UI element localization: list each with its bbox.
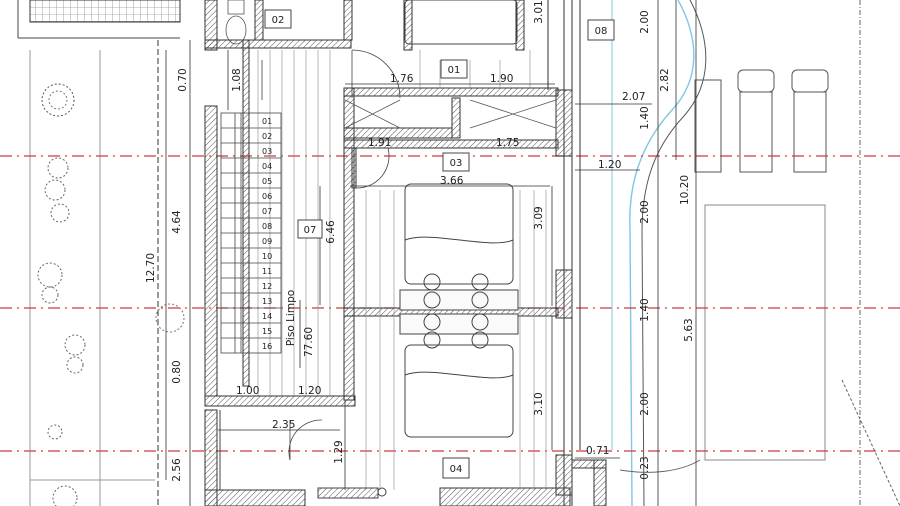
dimension-label: 4.64 — [171, 210, 183, 234]
walls — [204, 0, 613, 506]
paving-grid — [29, 0, 181, 23]
stair-step: 15 — [262, 327, 272, 336]
dimension-label: 3.01 — [533, 0, 545, 23]
floor-label: Piso Limpo — [285, 290, 297, 346]
dimension-label: 0.71 — [586, 445, 609, 457]
stair-step: 06 — [262, 192, 272, 201]
dimension-label: 1.40 — [639, 106, 651, 129]
dimension-label: 1.00 — [236, 385, 259, 397]
dimension-label: 3.10 — [533, 392, 545, 415]
dimension-label: 1.20 — [298, 385, 321, 397]
tree-icon — [41, 83, 75, 117]
dimension-label: 10.20 — [679, 175, 691, 205]
stair-step: 12 — [262, 282, 272, 291]
dimension-label: 1.90 — [490, 73, 513, 85]
room-label-04: 04 — [450, 464, 463, 475]
stair-step: 09 — [262, 237, 272, 246]
stair-step: 10 — [262, 252, 272, 261]
bottom-fixtures — [219, 410, 387, 499]
dimension-label: 3.09 — [533, 206, 545, 229]
dimension-label: 0.70 — [177, 68, 189, 91]
dimension-label: 6.46 — [325, 220, 337, 244]
dimension-texts-horizontal: 1.76 1.90 1.91 1.75 3.66 2.07 1.20 1.00 … — [236, 73, 645, 457]
dimension-label: 2.56 — [171, 458, 183, 482]
room-label-08: 08 — [595, 26, 608, 37]
room-label-03: 03 — [450, 158, 463, 169]
dimension-label: 1.08 — [231, 68, 243, 91]
dimension-texts-vertical: 0.70 1.08 4.64 12.70 6.46 0.80 2.56 1.29… — [145, 0, 695, 481]
dimension-label: 3.66 — [440, 175, 464, 187]
dimension-label: 1.40 — [639, 298, 651, 321]
stair-step: 13 — [262, 297, 272, 306]
dimension-label: 2.35 — [272, 419, 295, 431]
dimension-label: 2.07 — [622, 91, 645, 103]
dimension-label: 0.80 — [171, 360, 183, 383]
lamp-icon — [423, 273, 489, 349]
room-label-02: 02 — [272, 15, 285, 26]
stair-step: 14 — [262, 312, 272, 321]
exterior-left — [17, 0, 185, 506]
stair-treads — [220, 112, 282, 354]
shrub-icon — [37, 157, 185, 506]
dimension-label: 1.91 — [368, 137, 391, 149]
floor-level: 77.60 — [303, 327, 315, 357]
dimension-label: 5.63 — [683, 318, 695, 341]
stair-step: 11 — [262, 267, 272, 276]
stair-step: 02 — [262, 132, 272, 141]
floor-hatching — [257, 50, 547, 490]
dimension-label: 1.20 — [598, 159, 621, 171]
exterior-right — [619, 0, 900, 506]
dimension-label: 1.75 — [496, 137, 519, 149]
stair-step: 03 — [262, 147, 272, 156]
dimension-label: 12.70 — [145, 253, 157, 283]
stair-step: 05 — [262, 177, 272, 186]
pool-outline — [704, 204, 826, 461]
dimension-label: 2.00 — [639, 200, 651, 223]
bed-icon — [399, 0, 519, 438]
sun-lounger-icon — [694, 69, 829, 173]
dimension-lines — [165, 0, 697, 506]
stair-step-numbers: 01 02 03 04 05 06 07 08 09 10 11 12 13 1… — [262, 117, 272, 351]
room-label-01: 01 — [448, 65, 461, 76]
stair-step: 16 — [262, 342, 272, 351]
dimension-label: 1.76 — [390, 73, 414, 85]
stair-step: 07 — [262, 207, 272, 216]
stair-step: 01 — [262, 117, 272, 126]
dimension-label: 0.23 — [639, 456, 651, 479]
room-label-07: 07 — [304, 225, 317, 236]
door-swings — [225, 0, 557, 461]
dimension-label: 2.00 — [639, 10, 651, 33]
stair-step: 08 — [262, 222, 272, 231]
dimension-label: 2.00 — [639, 392, 651, 415]
floor-level-note: Piso Limpo 77.60 — [285, 290, 315, 368]
stair-step: 04 — [262, 162, 272, 171]
room-labels: 02 01 03 07 08 04 — [264, 9, 615, 479]
dimension-label: 2.82 — [659, 68, 671, 91]
dimension-label: 1.29 — [333, 440, 345, 463]
